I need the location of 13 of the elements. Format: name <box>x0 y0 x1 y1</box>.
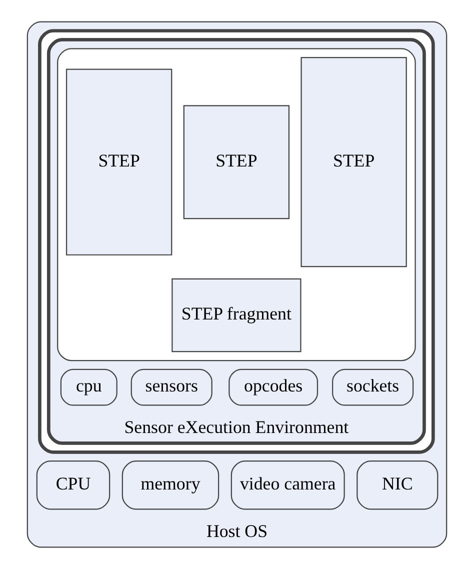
node-box: CPU <box>36 460 110 510</box>
node-box: sockets <box>332 368 414 406</box>
node-box: opcodes <box>228 368 318 406</box>
node-box: STEP <box>66 68 172 256</box>
node-box: NIC <box>356 460 438 510</box>
node-box: video camera <box>230 460 345 510</box>
node-box: STEP <box>183 105 290 220</box>
node-box: cpu <box>60 368 118 406</box>
node-box: STEP <box>300 57 407 268</box>
node-box: sensors <box>130 368 212 406</box>
cluster <box>57 48 416 362</box>
node-box: STEP fragment <box>172 278 302 352</box>
node-box: memory <box>122 460 220 510</box>
